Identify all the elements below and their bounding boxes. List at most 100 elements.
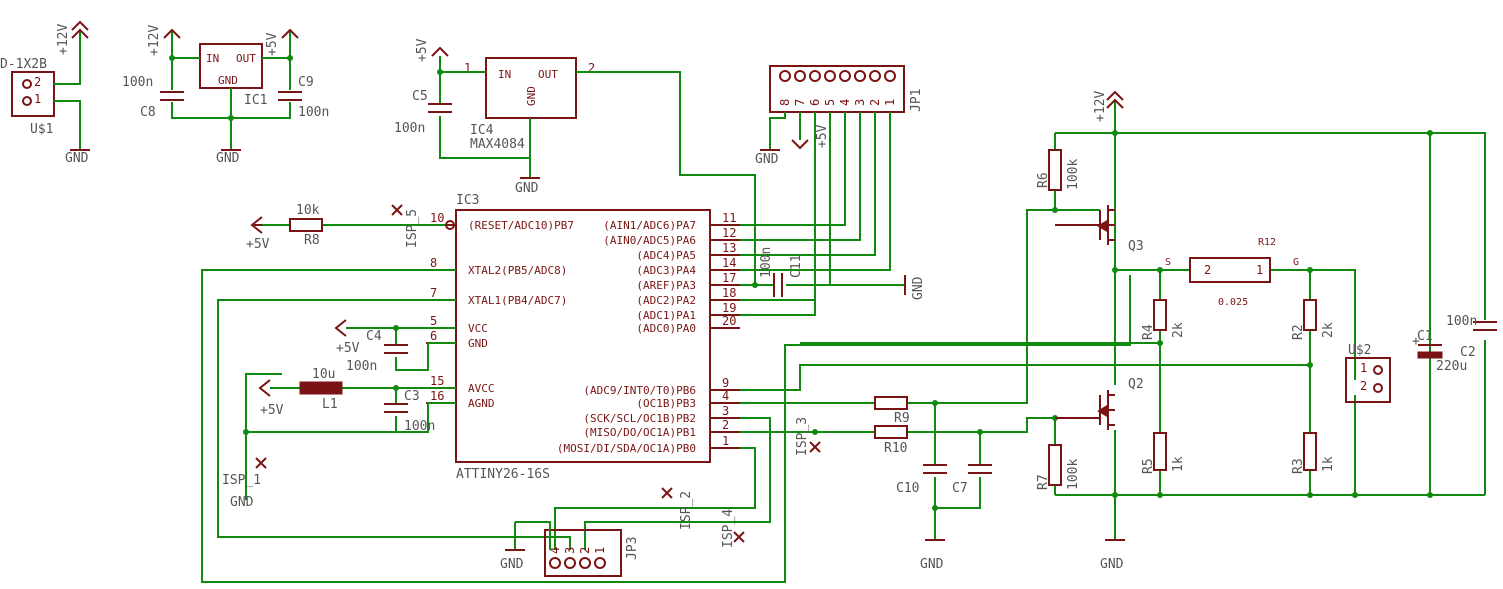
svg-text:C7: C7 — [952, 481, 968, 496]
ic3-pin-name: (AIN1/ADC6)PA7 — [603, 219, 696, 232]
svg-text:G: G — [1293, 257, 1299, 268]
test-point-isp3: ISP_3 — [795, 417, 821, 456]
svg-text:1: 1 — [1360, 361, 1367, 375]
capacitor-c9: C9 100n — [278, 75, 329, 120]
mosfet-q3: Q3 — [1055, 205, 1144, 254]
svg-text:+5V: +5V — [336, 341, 360, 356]
resistor-r6: R6 100k — [1036, 149, 1081, 191]
jp1-pin-hole — [779, 70, 791, 82]
jp3-pin-number: 3 — [563, 547, 577, 554]
svg-text:100k: 100k — [1066, 459, 1081, 490]
ic3-pin-number: 4 — [722, 389, 729, 403]
us1-part-label: D-1X2B — [0, 57, 47, 72]
inductor-l1: 10u L1 — [299, 367, 343, 412]
ic3-pin-name: (MISO/DO/OC1A)PB1 — [583, 426, 696, 439]
ic3-pin-name: GND — [468, 337, 488, 350]
svg-text:C3: C3 — [404, 389, 420, 404]
svg-text:GND: GND — [525, 86, 538, 106]
svg-text:GND: GND — [1100, 557, 1124, 572]
svg-text:1: 1 — [464, 61, 471, 75]
jp1-pin-hole — [839, 70, 851, 82]
svg-text:MAX4084: MAX4084 — [470, 137, 525, 152]
svg-text:1: 1 — [1256, 263, 1263, 277]
svg-text:Q3: Q3 — [1128, 239, 1144, 254]
jp3-pin-number: 1 — [593, 547, 607, 554]
svg-text:Q2: Q2 — [1128, 377, 1144, 392]
ic3-pin-number: 2 — [722, 418, 729, 432]
svg-text:IC3: IC3 — [456, 193, 479, 208]
svg-text:GND: GND — [230, 495, 254, 510]
svg-text:2: 2 — [1204, 263, 1211, 277]
ic3-pin-number: 11 — [722, 211, 736, 225]
svg-text:+5V: +5V — [415, 38, 430, 62]
supply-5v-symbol-2: +5V — [415, 38, 449, 62]
capacitor-c10: C10 — [896, 464, 947, 496]
jp1-pin-number: 8 — [778, 99, 792, 106]
ic3-pin-name: AGND — [468, 397, 495, 410]
ic3-pin-name: XTAL1(PB4/ADC7) — [468, 294, 567, 307]
svg-text:R7: R7 — [1036, 474, 1051, 490]
ground-arrow-jp1 — [791, 139, 809, 150]
jp1-pin-hole — [869, 70, 881, 82]
us1-label: U$1 — [30, 122, 53, 137]
ground-symbol-power: GND — [1100, 539, 1125, 572]
svg-text:2: 2 — [34, 75, 41, 89]
ic3-pin-name: (ADC2)PA2 — [636, 294, 696, 307]
svg-text:GND: GND — [216, 151, 240, 166]
ic3-pin-number: 1 — [722, 434, 729, 448]
svg-text:IC1: IC1 — [244, 93, 267, 108]
supply-5v-symbol-1: +5V — [265, 28, 299, 56]
supply-5v-arrow-r8: +5V — [246, 216, 270, 252]
ic3-pin-number: 13 — [722, 241, 736, 255]
mosfet-q2: Q2 — [1055, 377, 1144, 430]
svg-text:220u: 220u — [1436, 359, 1467, 374]
capacitor-c3: C3 100n — [384, 389, 435, 434]
capacitor-c5: C5 100n — [394, 89, 452, 136]
jp1-pin-number: 5 — [823, 99, 837, 106]
svg-text:1k: 1k — [1321, 456, 1336, 472]
jp1-pin-number: 4 — [838, 99, 852, 106]
svg-text:R9: R9 — [894, 411, 910, 426]
ic3-pin-number: 14 — [722, 256, 736, 270]
jp1-pin-hole — [824, 70, 836, 82]
test-point-isp4: ISP_4 — [721, 509, 745, 548]
supply-5v-arrow-avcc: +5V — [258, 379, 284, 418]
supply-5v-symbol-jp1: +5V — [815, 124, 830, 148]
ic3-pin-number: 5 — [430, 314, 437, 328]
jp3-pin-hole — [594, 557, 606, 569]
svg-text:R4: R4 — [1141, 324, 1156, 340]
svg-text:S: S — [1165, 257, 1171, 268]
ground-symbol-2: GND — [216, 149, 241, 166]
ic3-pin-name: (MOSI/DI/SDA/OC1A)PB0 — [557, 442, 696, 455]
ic3-pin-number: 10 — [430, 211, 444, 225]
svg-text:JP3: JP3 — [625, 537, 640, 560]
svg-text:C1: C1 — [1417, 329, 1433, 344]
svg-text:+: + — [1412, 334, 1420, 349]
svg-text:OUT: OUT — [538, 68, 558, 81]
ground-symbol-aref: GND — [904, 275, 926, 300]
ic3-pin-number: 6 — [430, 329, 437, 343]
svg-text:GND: GND — [218, 74, 238, 87]
jp3-pin-hole — [579, 557, 591, 569]
ic3-pin-name: (SCK/SCL/OC1B)PB2 — [583, 412, 696, 425]
svg-text:C5: C5 — [412, 89, 428, 104]
svg-text:GND: GND — [65, 151, 89, 166]
svg-text:C11: C11 — [789, 255, 804, 278]
svg-text:R10: R10 — [884, 441, 907, 456]
supply-12v-symbol-power: +12V — [1093, 91, 1124, 122]
ic1-regulator: IN OUT GND IC1 — [199, 43, 267, 108]
svg-text:GND: GND — [920, 557, 944, 572]
resistor-r4: R4 2k — [1141, 299, 1186, 340]
capacitor-c8: 100n C8 — [122, 75, 184, 120]
svg-text:GND: GND — [500, 557, 524, 572]
svg-text:+5V: +5V — [246, 237, 270, 252]
ic3-pin-number: 20 — [722, 314, 736, 328]
svg-text:U$2: U$2 — [1348, 343, 1371, 358]
ic3-pin-name: (ADC3)PA4 — [636, 264, 696, 277]
test-point-isp1: ISP_1 GND — [222, 457, 267, 510]
ground-symbol-jp3: GND — [500, 549, 525, 572]
ic3-pin-name: AVCC — [468, 382, 495, 395]
capacitor-c4: C4 100n — [346, 329, 408, 374]
